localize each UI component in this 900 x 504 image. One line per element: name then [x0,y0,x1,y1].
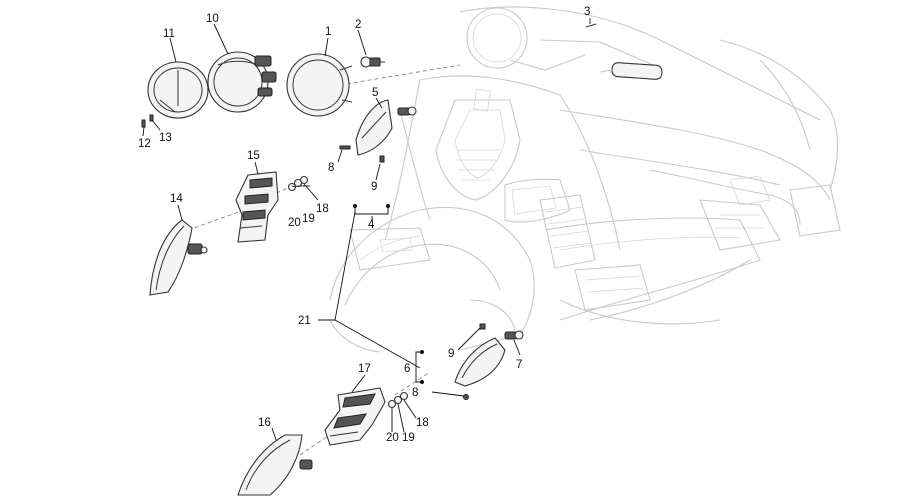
callout-2: 2 [355,19,361,31]
callout-14: 14 [170,193,183,205]
part-2-bulb[interactable] [360,56,385,68]
part-7-front-turn-signal-lower[interactable] [454,330,524,387]
callout-19-upper: 19 [302,213,315,225]
leader-lines [142,18,591,441]
callout-11: 11 [163,28,175,40]
callout-9-lower: 9 [448,348,454,360]
callouts: 1 2 3 4 5 6 7 8 8 9 9 10 11 12 13 14 15 … [138,6,590,444]
part-15-bracket-upper[interactable] [235,171,279,243]
scooter-body-outline [329,6,841,353]
washers-lower[interactable] [387,391,409,409]
callout-15: 15 [247,150,260,162]
callout-10: 10 [206,13,219,25]
assembly-guides [187,64,461,456]
part-12-screw[interactable] [141,119,146,128]
callout-8-upper: 8 [328,162,334,174]
callout-17: 17 [358,363,371,375]
callout-20-upper: 20 [288,217,301,229]
callout-3: 3 [584,6,590,18]
part-11-headlight-rim[interactable] [147,61,209,119]
group-bracket-4 [353,204,390,215]
callout-8-lower: 8 [412,387,418,399]
callout-18-lower: 18 [416,417,429,429]
callout-5: 5 [372,87,378,99]
part-14-side-marker-light-upper[interactable] [149,219,208,296]
callout-7: 7 [516,359,522,371]
callout-4: 4 [368,219,375,231]
part-13-screw[interactable] [149,114,154,122]
part-8-screw-lower[interactable] [463,394,469,400]
callout-20-lower: 20 [386,432,399,444]
part-5-front-turn-signal-upper[interactable] [355,99,417,156]
callout-13: 13 [159,132,172,144]
callout-21: 21 [298,315,311,327]
part-9-nut-lower[interactable] [479,323,486,330]
part-17-bracket-lower[interactable] [324,387,386,446]
callout-19-lower: 19 [402,432,415,444]
callout-18-upper: 18 [316,203,329,215]
part-8-screw-upper[interactable] [339,145,351,150]
part-3-screw[interactable] [585,23,597,28]
part-10-headlight-unit[interactable] [207,51,277,113]
callout-16: 16 [258,417,271,429]
callout-9-upper: 9 [371,181,377,193]
washers-upper[interactable] [287,175,309,192]
group-bracket-6 [415,350,424,384]
part-9-nut-upper[interactable] [379,155,385,163]
callout-12: 12 [138,138,151,150]
callout-1: 1 [325,26,331,38]
part-16-side-marker-light-lower[interactable] [237,434,313,496]
callout-6: 6 [404,363,410,375]
part-1-headlight-lens[interactable] [286,53,353,117]
group-bracket-21 [318,211,421,369]
